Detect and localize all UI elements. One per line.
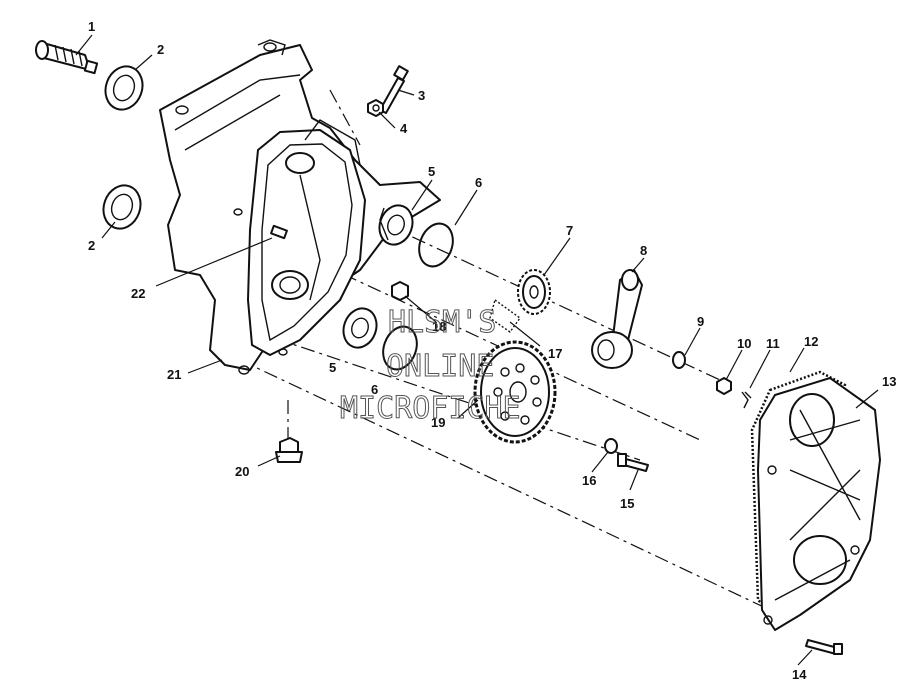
shim <box>391 281 409 301</box>
callout-18: 18 <box>432 319 446 334</box>
sprocket-bolt <box>617 453 649 472</box>
chaincase-cover <box>757 377 881 631</box>
bearing-lower <box>342 307 378 349</box>
callout-21: 21 <box>167 367 181 382</box>
callout-14: 14 <box>792 667 807 682</box>
callout-6b: 6 <box>371 382 378 397</box>
callout-7: 7 <box>566 223 573 238</box>
callout-16: 16 <box>582 473 596 488</box>
callout-19: 19 <box>431 415 445 430</box>
callout-12: 12 <box>804 334 818 349</box>
assembly-centerlines <box>239 89 771 611</box>
watermark-line-2: ONLINE <box>386 349 494 384</box>
callout-labels: 1 2 2 3 4 5 5 6 6 7 8 9 10 11 12 13 14 1… <box>88 19 896 682</box>
chain-tensioner <box>591 269 643 369</box>
bearing-upper <box>378 204 414 246</box>
callout-6a: 6 <box>475 175 482 190</box>
callout-13: 13 <box>882 374 896 389</box>
leader-lines <box>75 34 879 666</box>
adjuster-bolt <box>379 65 409 114</box>
upper-sprocket <box>517 269 551 315</box>
oil-seal-lower <box>102 184 142 230</box>
callout-5a: 5 <box>428 164 435 179</box>
cotter-pin <box>741 391 752 409</box>
callout-8: 8 <box>640 243 647 258</box>
callout-3: 3 <box>418 88 425 103</box>
callout-9: 9 <box>697 314 704 329</box>
callout-2b: 2 <box>88 238 95 253</box>
callout-1: 1 <box>88 19 95 34</box>
sprocket-washer <box>604 438 618 454</box>
callout-20: 20 <box>235 464 249 479</box>
o-ring-upper <box>418 222 454 268</box>
callout-22: 22 <box>131 286 145 301</box>
watermark-line-1: HLSM'S <box>388 305 496 340</box>
callout-11: 11 <box>766 336 780 351</box>
watermark-line-3: MICROFICHE <box>340 391 521 426</box>
dowel-pin <box>270 224 288 240</box>
o-ring-lower <box>382 325 418 371</box>
lower-sprocket <box>473 340 557 444</box>
oil-seal-upper <box>104 65 144 111</box>
callout-10: 10 <box>737 336 751 351</box>
drive-chain <box>489 298 521 333</box>
cover-bolt <box>805 639 843 655</box>
drain-plug <box>275 437 303 463</box>
callout-5b: 5 <box>329 360 336 375</box>
callout-17: 17 <box>548 346 562 361</box>
tensioner-nut <box>716 377 732 395</box>
washer <box>672 351 686 369</box>
callout-15: 15 <box>620 496 634 511</box>
callout-4: 4 <box>400 121 408 136</box>
watermark: HLSM'S ONLINE MICROFICHE <box>340 305 522 427</box>
callout-2a: 2 <box>157 42 164 57</box>
input-shaft <box>35 40 99 75</box>
chaincase-housing <box>159 39 441 375</box>
